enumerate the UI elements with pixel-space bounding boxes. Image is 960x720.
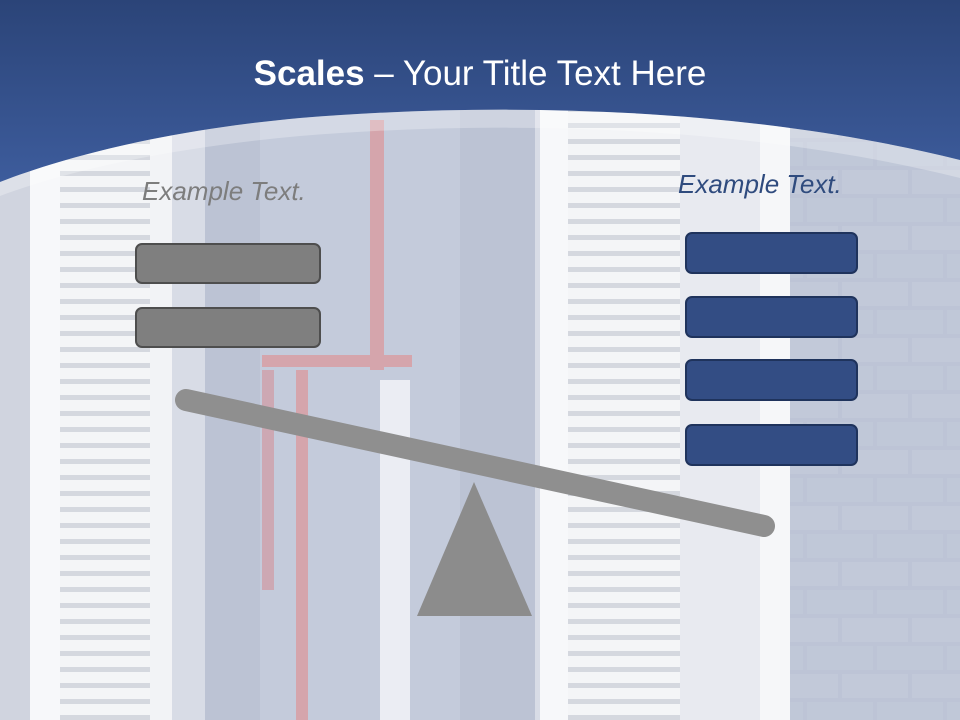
scale-beam: [175, 389, 775, 537]
right-weight-box: [685, 232, 858, 274]
right-weight-box: [685, 296, 858, 338]
title-bold: Scales: [253, 54, 365, 93]
right-weight-box: [685, 424, 858, 466]
title-rest: – Your Title Text Here: [364, 54, 707, 93]
scale-fulcrum: [417, 482, 532, 616]
slide-title: Scales – Your Title Text Here: [0, 52, 960, 96]
left-weight-box: [135, 243, 321, 284]
left-weight-box: [135, 307, 321, 348]
right-pan-label: Example Text.: [678, 169, 842, 199]
right-weight-box: [685, 359, 858, 401]
left-pan-label: Example Text.: [142, 176, 306, 206]
